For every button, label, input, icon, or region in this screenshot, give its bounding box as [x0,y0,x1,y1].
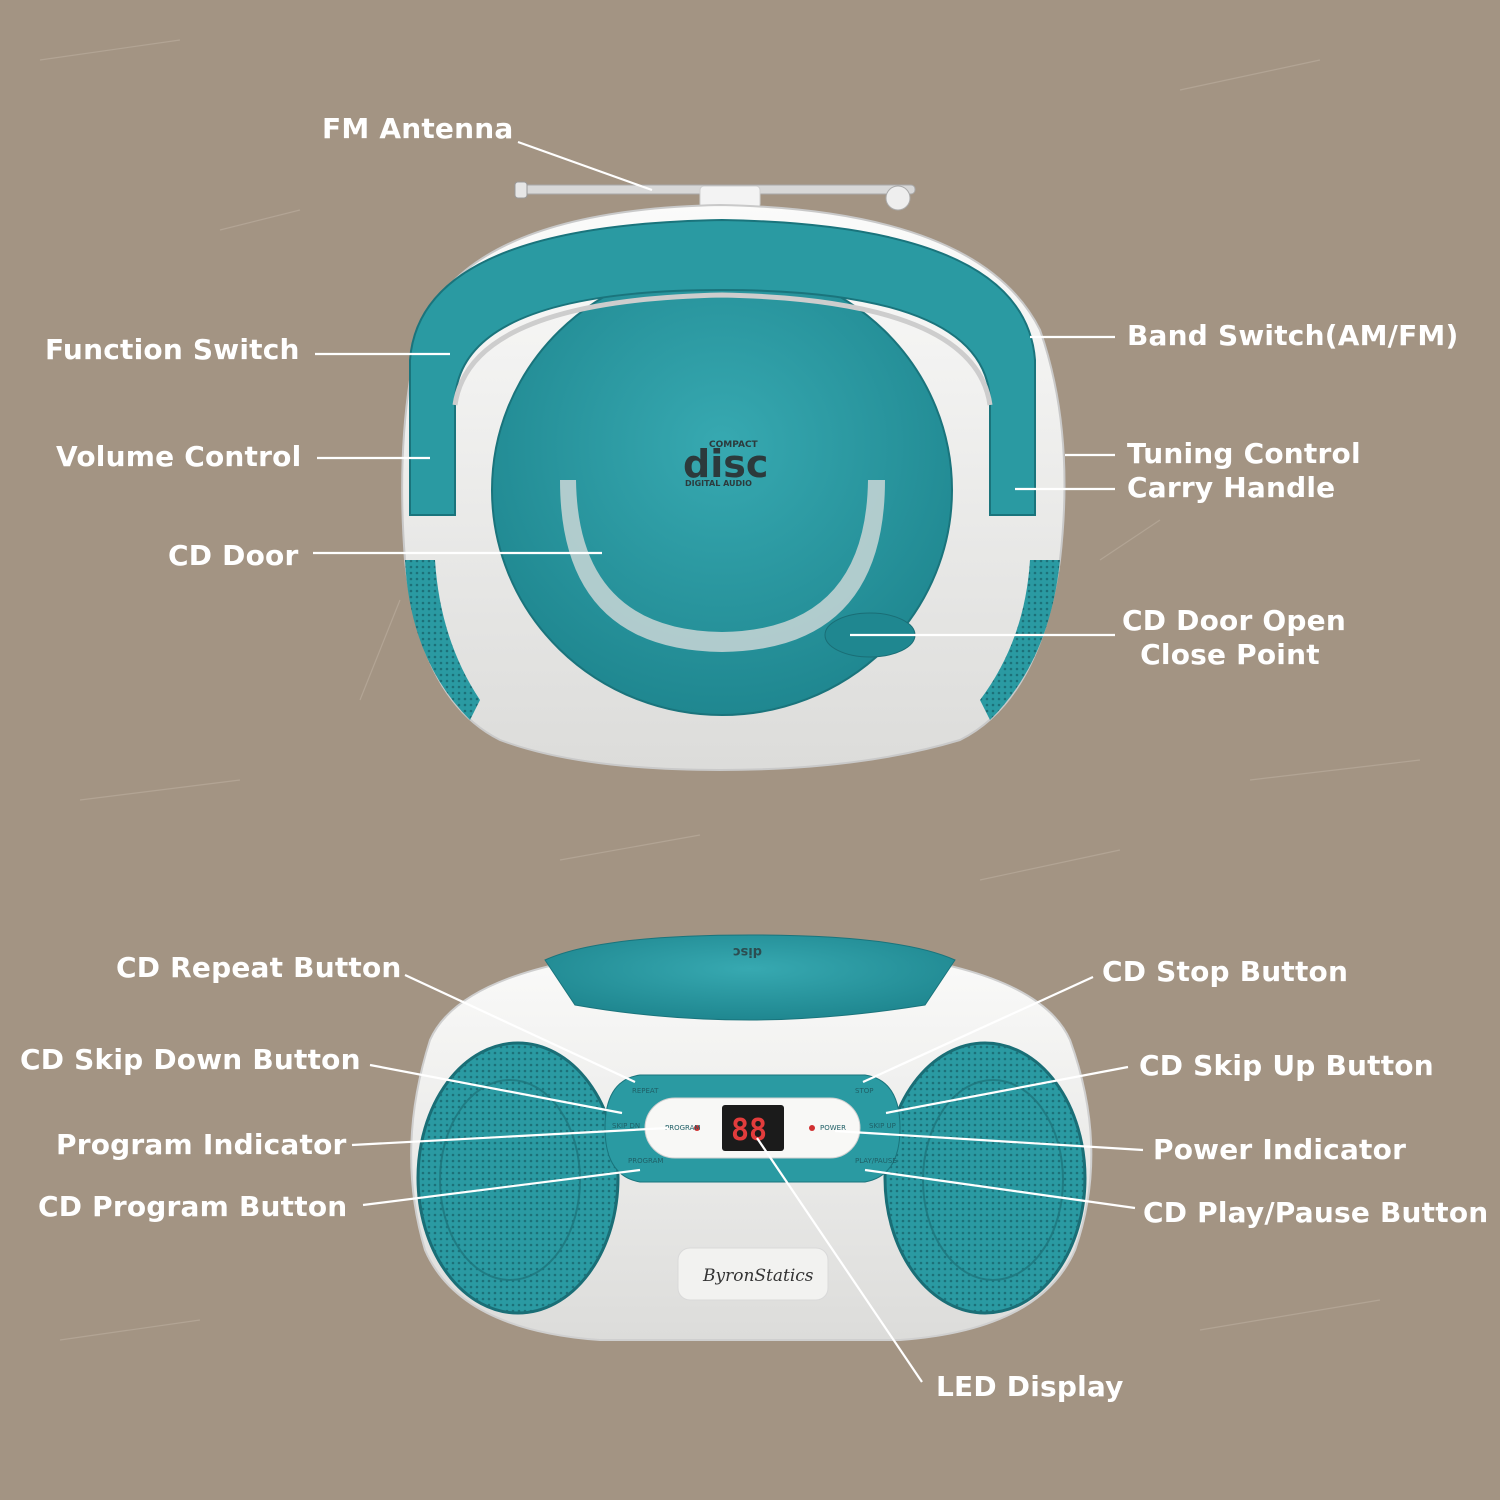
power-indicator-label: POWER [820,1124,846,1132]
background-texture [39,39,1421,1341]
repeat-button-label[interactable]: REPEAT [632,1087,659,1095]
label-power-indicator: Power Indicator [1153,1133,1407,1166]
skip-down-button-label[interactable]: SKIP DN [612,1122,640,1130]
program-indicator-dot [694,1125,700,1131]
right-speaker [883,1041,1087,1315]
label-cd-program-button: CD Program Button [38,1190,348,1223]
top-view-boombox: COMPACT disc DIGITAL AUDIO [401,181,1066,772]
left-speaker [416,1041,620,1315]
led-readout: 88 [731,1113,767,1148]
disc-logo-compact: COMPACT [709,440,759,450]
label-program-indicator: Program Indicator [56,1128,347,1161]
led-display [722,1105,784,1151]
label-cd-play-pause-button: CD Play/Pause Button [1143,1196,1489,1229]
label-cd-door-open-close-point: CD Door Open Close Point [1122,604,1346,672]
label-cd-skip-up-button: CD Skip Up Button [1139,1049,1434,1082]
play-pause-button-label[interactable]: PLAY/PAUSE [855,1157,897,1165]
label-cd-repeat-button: CD Repeat Button [116,951,402,984]
label-cd-skip-down-button: CD Skip Down Button [20,1043,361,1076]
program-indicator-label: PROGRAM [665,1124,700,1132]
label-band-switch: Band Switch(AM/FM) [1127,319,1459,352]
label-carry-handle: Carry Handle [1127,471,1336,504]
label-cd-door-open-line2: Close Point [1140,638,1320,671]
label-function-switch: Function Switch [45,333,300,366]
label-cd-stop-button: CD Stop Button [1102,955,1349,988]
label-led-display: LED Display [936,1370,1124,1403]
label-fm-antenna: FM Antenna [322,112,514,145]
front-view-boombox: disc 88 PROGRAM POWER REPEAT SKIP DN PRO… [410,934,1093,1341]
front-top-disc-mark: disc [733,944,762,959]
power-indicator-dot [809,1125,815,1131]
stop-button-label[interactable]: STOP [855,1087,873,1095]
label-cd-door-open-line1: CD Door Open [1122,604,1346,637]
label-cd-door: CD Door [168,539,299,572]
skip-up-button-label[interactable]: SKIP UP [869,1122,896,1130]
program-button-label[interactable]: PROGRAM [628,1157,663,1165]
disc-logo-word: disc [683,442,768,486]
disc-logo-digital-audio: DIGITAL AUDIO [685,479,752,488]
brand-logo: ByronStatics [702,1266,814,1286]
label-tuning-control: Tuning Control [1127,437,1361,470]
label-volume-control: Volume Control [56,440,302,473]
leader-lines [313,140,1144,1383]
